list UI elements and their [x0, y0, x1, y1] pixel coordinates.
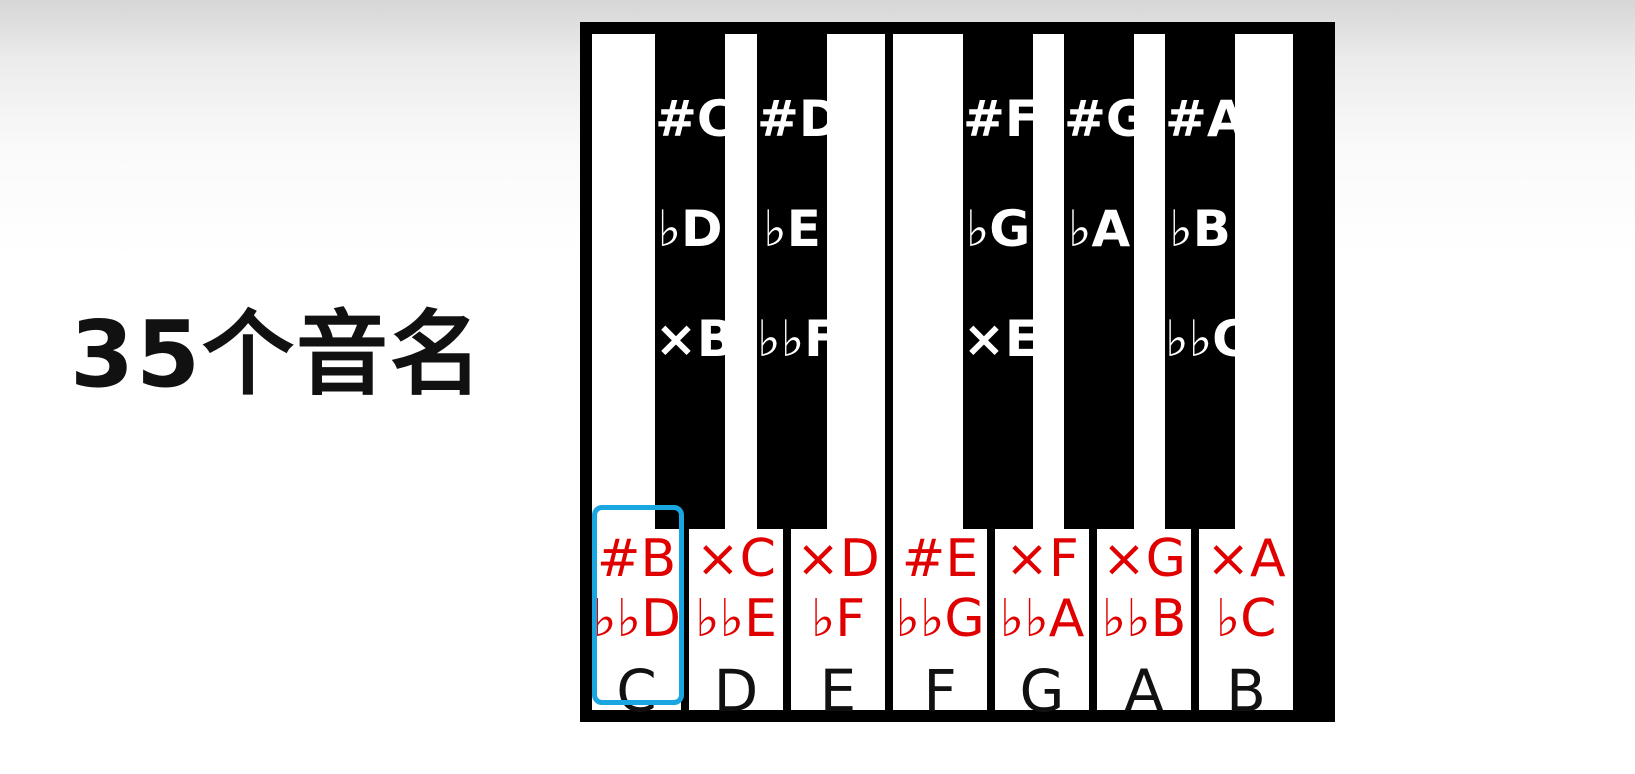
enharmonic-label: ×D [796, 529, 880, 589]
enharmonic-label: ♭♭A [999, 589, 1085, 649]
black-key-d-sharp[interactable]: #D ♭E ♭♭F [757, 34, 841, 529]
piano-keyboard: #B ♭♭D C ×C ♭♭E D ×D ♭F E #E ♭♭G F ×F ♭♭… [580, 22, 1335, 725]
black-key-label: ×B [655, 310, 736, 368]
black-key-c-sharp[interactable]: #C ♭D ×B [655, 34, 736, 529]
black-key-label: ♭B [1169, 200, 1231, 258]
enharmonic-label: ×A [1206, 529, 1286, 589]
black-key-label: ♭E [763, 200, 821, 258]
note-name-label: F [923, 657, 957, 725]
black-key-label: #A [1165, 90, 1246, 148]
note-name-label: G [1019, 657, 1065, 725]
black-key-label: ♭♭C [1165, 310, 1249, 368]
note-name-label: A [1124, 657, 1164, 725]
black-key-label: ♭G [965, 200, 1031, 258]
enharmonic-label: ♭♭D [592, 589, 682, 649]
enharmonic-label: #B [596, 529, 677, 589]
note-name-label: C [616, 657, 657, 725]
enharmonic-label: #E [901, 529, 979, 589]
black-key-a-sharp[interactable]: #A ♭B ♭♭C [1165, 34, 1249, 529]
black-key-f-sharp[interactable]: #F ♭G ×E [963, 34, 1040, 529]
page-title: 35个音名 [70, 301, 485, 408]
enharmonic-label: ♭F [810, 589, 866, 649]
note-name-label: B [1226, 657, 1266, 725]
black-key-label: ♭D [657, 200, 723, 258]
black-key-label: ♭A [1067, 200, 1131, 258]
black-key-label: #C [655, 90, 734, 148]
note-name-label: E [819, 657, 857, 725]
enharmonic-label: ♭♭G [895, 589, 985, 649]
black-key-g-sharp[interactable]: #G ♭A [1064, 34, 1147, 529]
enharmonic-label: ×F [1005, 529, 1079, 589]
black-key-label: ×E [963, 310, 1040, 368]
black-key-label: #G [1064, 90, 1147, 148]
enharmonic-label: ♭♭B [1101, 589, 1187, 649]
black-key-label: #F [963, 90, 1040, 148]
enharmonic-label: ♭C [1215, 589, 1277, 649]
enharmonic-label: ×G [1102, 529, 1186, 589]
black-key-label: #D [757, 90, 841, 148]
note-name-label: D [713, 657, 759, 725]
highlight-box [592, 505, 684, 705]
black-key-label: ♭♭F [757, 310, 839, 368]
enharmonic-label: ×C [696, 529, 776, 589]
enharmonic-label: ♭♭E [695, 589, 777, 649]
